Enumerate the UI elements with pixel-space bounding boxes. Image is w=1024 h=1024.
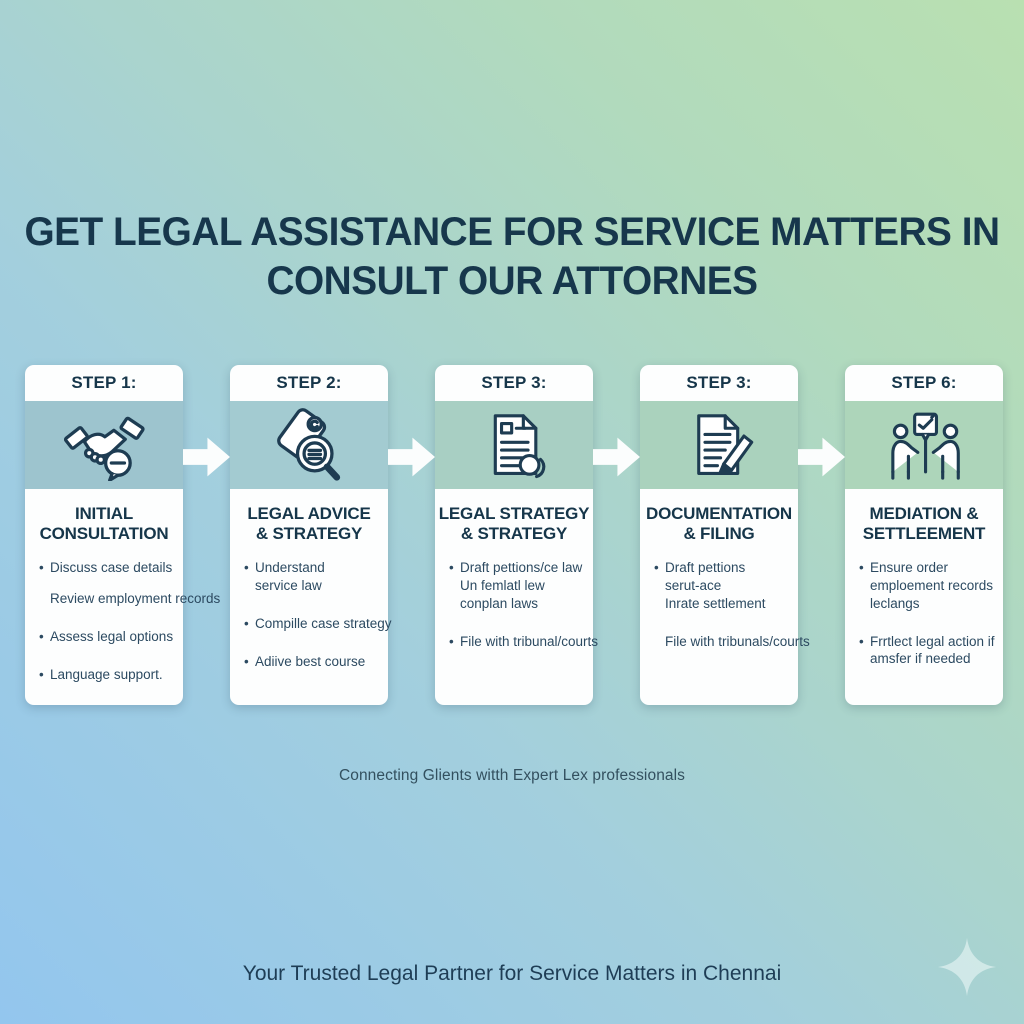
bullet-item: Understand service law bbox=[244, 559, 382, 595]
mid-tagline: Connecting Glients witth Expert Lex prof… bbox=[338, 767, 686, 784]
bullet-item: File with tribunal/courts bbox=[449, 633, 598, 651]
step-2-icon-band bbox=[230, 401, 388, 489]
step-4-icon-band bbox=[640, 401, 798, 489]
title-line-1: GET LEGAL ASSISTANCE FOR SERVICE MATTERS… bbox=[24, 210, 1000, 254]
step-1-bullets: Discuss case details Review employment r… bbox=[25, 559, 221, 684]
bullet-item: Draft pettions serut-ace Inrate settleme… bbox=[654, 559, 792, 612]
page-title: GET LEGAL ASSISTANCE FOR SERVICE MATTERS… bbox=[0, 208, 1024, 306]
step-1-icon-band bbox=[25, 401, 183, 489]
bullet-item: Discuss case details bbox=[39, 559, 177, 577]
bullet-item: Adiive best course bbox=[244, 653, 382, 671]
step-card-3: STEP 3: LE bbox=[435, 365, 598, 705]
bullet-item: Compille case strategy bbox=[244, 615, 392, 633]
arrow-right-icon bbox=[388, 437, 435, 477]
bullet-item: Assess legal options bbox=[39, 628, 177, 646]
step-1-title: INITIAL CONSULTATION bbox=[39, 504, 169, 543]
step-3-title: LEGAL STRATEGY & STRATEGY bbox=[438, 504, 590, 543]
step-5-bullets: Ensure order emploement records leclangs… bbox=[845, 559, 1003, 668]
bullet-item: Ensure order emploement records leclangs bbox=[859, 559, 997, 612]
step-2-title: LEGAL ADVICE & STRATEGY bbox=[247, 504, 371, 543]
document-pen-icon bbox=[680, 408, 758, 482]
bullet-item: Language support. bbox=[39, 666, 177, 684]
handshake-chat-icon bbox=[63, 409, 145, 481]
step-3-bullets: Draft pettions/ce law Un femlatl lew con… bbox=[435, 559, 598, 651]
arrow-right-icon bbox=[593, 437, 640, 477]
step-4-header: STEP 3: bbox=[686, 373, 752, 392]
steps-row: STEP 1: INITIAL CONSULT bbox=[25, 365, 1003, 705]
arrow-right-icon bbox=[183, 437, 230, 477]
bullet-item: File with tribunals/courts bbox=[665, 633, 810, 649]
arrow-right-icon bbox=[798, 437, 845, 477]
step-5-title: MEDIATION & SETTLEEMENT bbox=[862, 504, 986, 543]
step-4-bullets: Draft pettions serut-ace Inrate settleme… bbox=[640, 559, 810, 650]
step-5-icon-band bbox=[845, 401, 1003, 489]
footer-tagline: Your Trusted Legal Partner for Service M… bbox=[242, 962, 782, 985]
step-2-bullets: Understand service law Compille case str… bbox=[230, 559, 392, 671]
document-search-icon bbox=[475, 408, 553, 482]
step-5-header: STEP 6: bbox=[891, 373, 957, 392]
step-card-1: STEP 1: INITIAL CONSULT bbox=[25, 365, 221, 705]
step-3-header: STEP 3: bbox=[481, 373, 547, 392]
mediation-people-icon bbox=[883, 408, 965, 482]
step-3-icon-band bbox=[435, 401, 593, 489]
bullet-item: Draft pettions/ce law Un femlatl lew con… bbox=[449, 559, 587, 612]
step-card-5: STEP 6: bbox=[845, 365, 1003, 705]
step-1-header: STEP 1: bbox=[71, 373, 137, 392]
document-magnifier-icon bbox=[268, 406, 350, 484]
sparkle-icon bbox=[938, 938, 996, 996]
title-line-2: CONSULT OUR ATTORNES bbox=[266, 258, 758, 303]
step-card-4: STEP 3: DOCUMENTATION & bbox=[640, 365, 810, 705]
step-2-header: STEP 2: bbox=[276, 373, 342, 392]
bullet-item: Review employment records bbox=[50, 590, 221, 606]
step-card-2: STEP 2: LEGAL ADVICE & bbox=[230, 365, 392, 705]
bullet-item: Frrtlect legal action if amsfer if neede… bbox=[859, 633, 997, 669]
step-4-title: DOCUMENTATION & FILING bbox=[646, 504, 792, 543]
